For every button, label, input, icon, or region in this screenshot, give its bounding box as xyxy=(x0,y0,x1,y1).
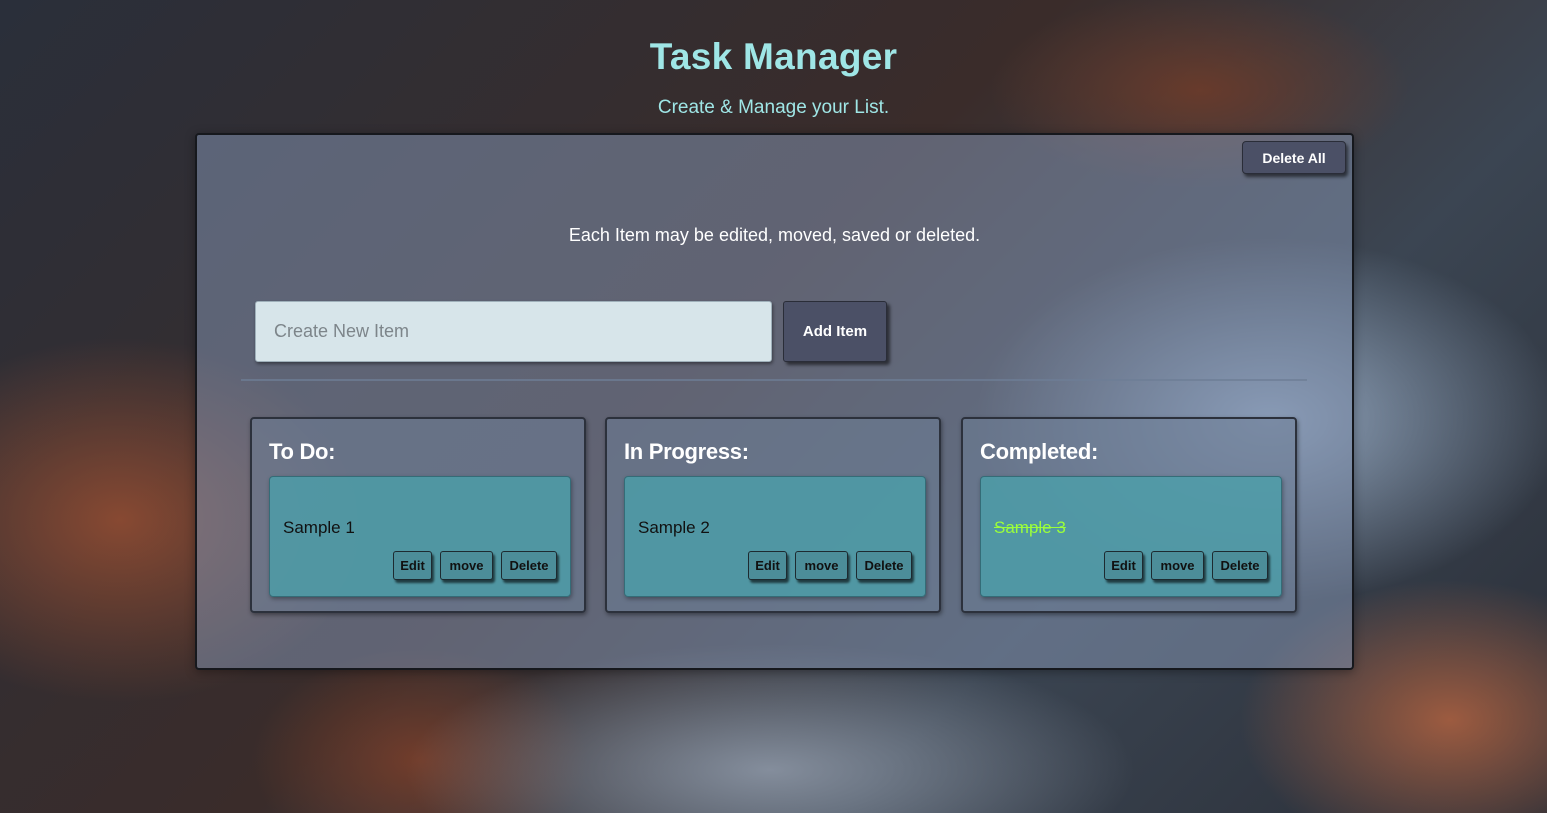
column-todo: To Do: Sample 1 Edit move Delete xyxy=(250,417,586,613)
task-actions: Edit move Delete xyxy=(393,551,557,580)
move-button[interactable]: move xyxy=(795,551,848,580)
page-title: Task Manager xyxy=(649,36,898,77)
task-card: Sample 1 Edit move Delete xyxy=(269,476,571,597)
edit-button[interactable]: Edit xyxy=(393,551,432,580)
task-panel: Delete All Each Item may be edited, move… xyxy=(195,133,1354,670)
move-button[interactable]: move xyxy=(440,551,493,580)
column-title: In Progress: xyxy=(624,439,749,464)
delete-button[interactable]: Delete xyxy=(856,551,912,580)
column-title: To Do: xyxy=(269,439,336,464)
edit-button[interactable]: Edit xyxy=(1104,551,1143,580)
task-text-completed: Sample 3 xyxy=(994,518,1066,537)
task-card: Sample 3 Edit move Delete xyxy=(980,476,1282,597)
new-item-input[interactable] xyxy=(255,301,772,362)
edit-button[interactable]: Edit xyxy=(748,551,787,580)
page-subtitle: Create & Manage your List. xyxy=(657,97,890,118)
task-actions: Edit move Delete xyxy=(1104,551,1268,580)
task-text: Sample 1 xyxy=(283,518,355,537)
column-in-progress: In Progress: Sample 2 Edit move Delete xyxy=(605,417,941,613)
column-title: Completed: xyxy=(980,439,1099,464)
instructions-text: Each Item may be edited, moved, saved or… xyxy=(568,225,981,245)
delete-button[interactable]: Delete xyxy=(1212,551,1268,580)
delete-all-button[interactable]: Delete All xyxy=(1242,141,1346,174)
column-completed: Completed: Sample 3 Edit move Delete xyxy=(961,417,1297,613)
move-button[interactable]: move xyxy=(1151,551,1204,580)
add-item-button[interactable]: Add Item xyxy=(783,301,887,362)
divider xyxy=(241,379,1307,381)
delete-button[interactable]: Delete xyxy=(501,551,557,580)
task-text: Sample 2 xyxy=(638,518,710,537)
task-actions: Edit move Delete xyxy=(748,551,912,580)
task-card: Sample 2 Edit move Delete xyxy=(624,476,926,597)
